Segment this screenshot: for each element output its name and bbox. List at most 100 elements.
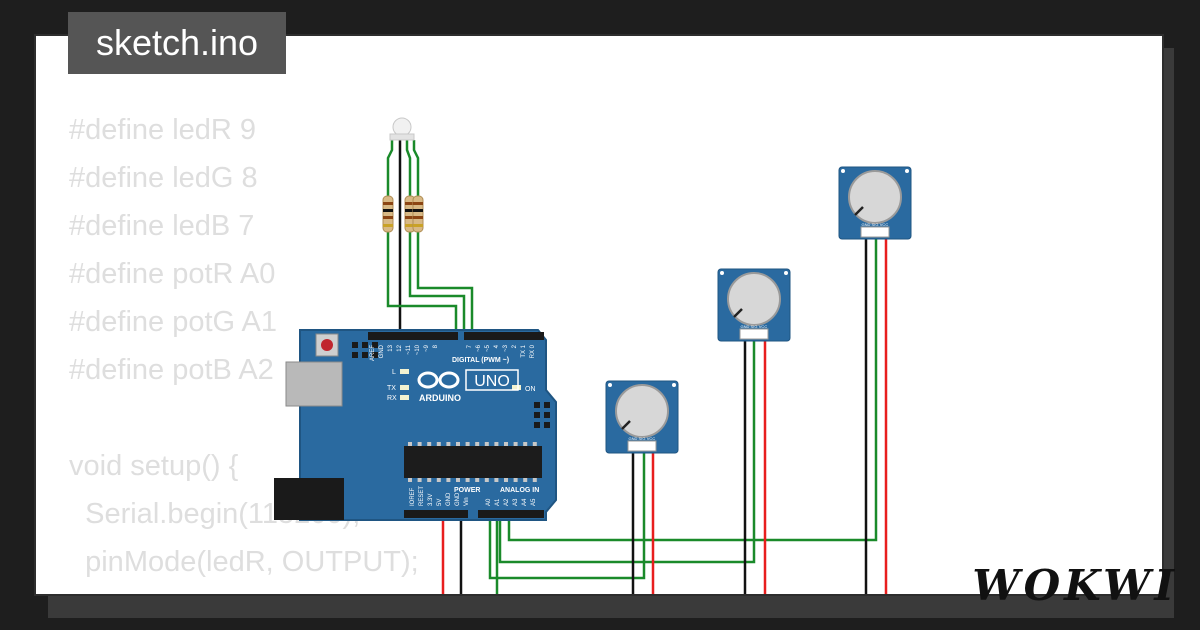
sketch-file-tab[interactable]: sketch.ino xyxy=(68,12,286,74)
chip-pin xyxy=(417,478,422,482)
chip-pin xyxy=(456,442,460,446)
pot-knob-indicator xyxy=(854,206,864,216)
pot-pin-label: GND xyxy=(741,324,750,329)
wire-led-green-to-pin8 xyxy=(408,232,466,336)
board-brand: ARDUINO xyxy=(419,393,461,403)
uno-badge-frame xyxy=(465,369,519,391)
top-pin-label: ~5 xyxy=(485,344,491,352)
wire-led-blue-lead xyxy=(412,140,420,196)
wokwi-logo: WOKWI xyxy=(972,561,1178,610)
pot-knob[interactable] xyxy=(727,272,781,326)
chip-pin xyxy=(484,442,489,446)
digital-header-left xyxy=(368,332,458,340)
chip-pin xyxy=(446,478,451,482)
power-header xyxy=(404,510,468,518)
chip-pin xyxy=(417,442,422,446)
pot-hole xyxy=(841,169,845,173)
power-pin-label: 3.3V xyxy=(428,494,434,506)
code-line: #define potG A1 xyxy=(69,306,277,338)
chip-pin xyxy=(513,442,518,446)
rgb-led[interactable] xyxy=(389,117,415,141)
board-model: UNO xyxy=(474,373,510,390)
power-pin-label: GND xyxy=(446,492,452,506)
chip-pin xyxy=(408,478,412,482)
power-pin-label: RESET xyxy=(419,486,425,506)
rx-led xyxy=(400,395,409,400)
pot-pin-label: GND xyxy=(862,222,871,227)
chip-pin xyxy=(475,442,480,446)
resistor-band xyxy=(413,209,423,212)
chip-pin xyxy=(436,478,441,482)
reset-button-cap xyxy=(321,339,333,351)
pot-pin-header xyxy=(739,328,769,340)
analog-pin-label: A1 xyxy=(495,498,501,506)
pot-pin-label: GND xyxy=(629,436,638,441)
pot-pin-label: VCC xyxy=(647,436,656,441)
on-led xyxy=(512,385,521,390)
pot-pin-label: SIG xyxy=(751,324,758,329)
analog-header xyxy=(478,510,544,518)
pot-pin-label: VCC xyxy=(759,324,768,329)
analog-pin-label: A5 xyxy=(531,498,537,506)
top-pin-label: AREF xyxy=(370,345,376,361)
usb-connector xyxy=(285,361,343,407)
resistor-blue[interactable] xyxy=(412,195,424,233)
top-pin-label: ~10 xyxy=(415,344,421,355)
top-pin-label: 2 xyxy=(512,344,518,348)
pot-knob[interactable] xyxy=(615,384,669,438)
top-pin-label: 13 xyxy=(388,344,394,351)
pot-knob[interactable] xyxy=(848,170,902,224)
tx-led xyxy=(400,385,409,390)
code-preview: #define ledR 9#define ledG 8#define ledB… xyxy=(69,106,420,594)
mcu-chip xyxy=(404,446,542,478)
pot-pin-header xyxy=(627,440,657,452)
on-led-label: ON xyxy=(525,386,536,393)
resistor-band xyxy=(383,202,393,205)
power-pin-label: Vin xyxy=(464,497,470,506)
chip-pin xyxy=(456,478,460,482)
resistor-band xyxy=(413,224,423,227)
top-pin-label: 12 xyxy=(397,344,403,351)
analog-pin-label: A0 xyxy=(486,498,492,506)
resistor-red[interactable] xyxy=(382,195,394,233)
top-pin-label: 4 xyxy=(494,344,500,348)
resistor-band xyxy=(405,202,415,205)
chip-pin xyxy=(494,478,499,482)
power-jack xyxy=(274,478,344,520)
code-line: #define ledR 9 xyxy=(69,114,257,146)
digital-header-right xyxy=(464,332,544,340)
wire-a2-to-pot3 xyxy=(507,236,878,542)
wires xyxy=(386,140,888,594)
top-pin-label: 8 xyxy=(433,344,439,348)
top-pin-label: 7 xyxy=(467,344,473,348)
pot-knob-indicator xyxy=(621,420,631,430)
pot-hole xyxy=(905,169,909,173)
resistor-band xyxy=(383,224,393,227)
chip-pin xyxy=(504,442,508,446)
chip-pin xyxy=(523,478,528,482)
power-pin-label: 5V xyxy=(437,499,443,506)
resistor-band xyxy=(405,224,415,227)
chip-pin xyxy=(465,478,470,482)
top-pin-label: GND xyxy=(379,344,385,358)
pot-knob-indicator xyxy=(733,308,743,318)
digital-label: DIGITAL (PWM ~) xyxy=(452,357,509,364)
wire-led-red-to-pin9 xyxy=(386,232,458,336)
chip-pin xyxy=(484,478,489,482)
project-card: #define ledR 9#define ledG 8#define ledB… xyxy=(34,34,1164,596)
top-pin-label: ~3 xyxy=(503,344,509,352)
led-lens xyxy=(392,117,412,137)
chip-pin xyxy=(523,442,528,446)
analog-label: ANALOG IN xyxy=(500,487,539,494)
chip-pin xyxy=(504,478,508,482)
pot-pin-label: SIG xyxy=(872,222,879,227)
analog-pin-label: A3 xyxy=(513,498,519,506)
chip-pin xyxy=(427,442,432,446)
power-label: POWER xyxy=(454,487,480,494)
chip-pin xyxy=(532,442,537,446)
